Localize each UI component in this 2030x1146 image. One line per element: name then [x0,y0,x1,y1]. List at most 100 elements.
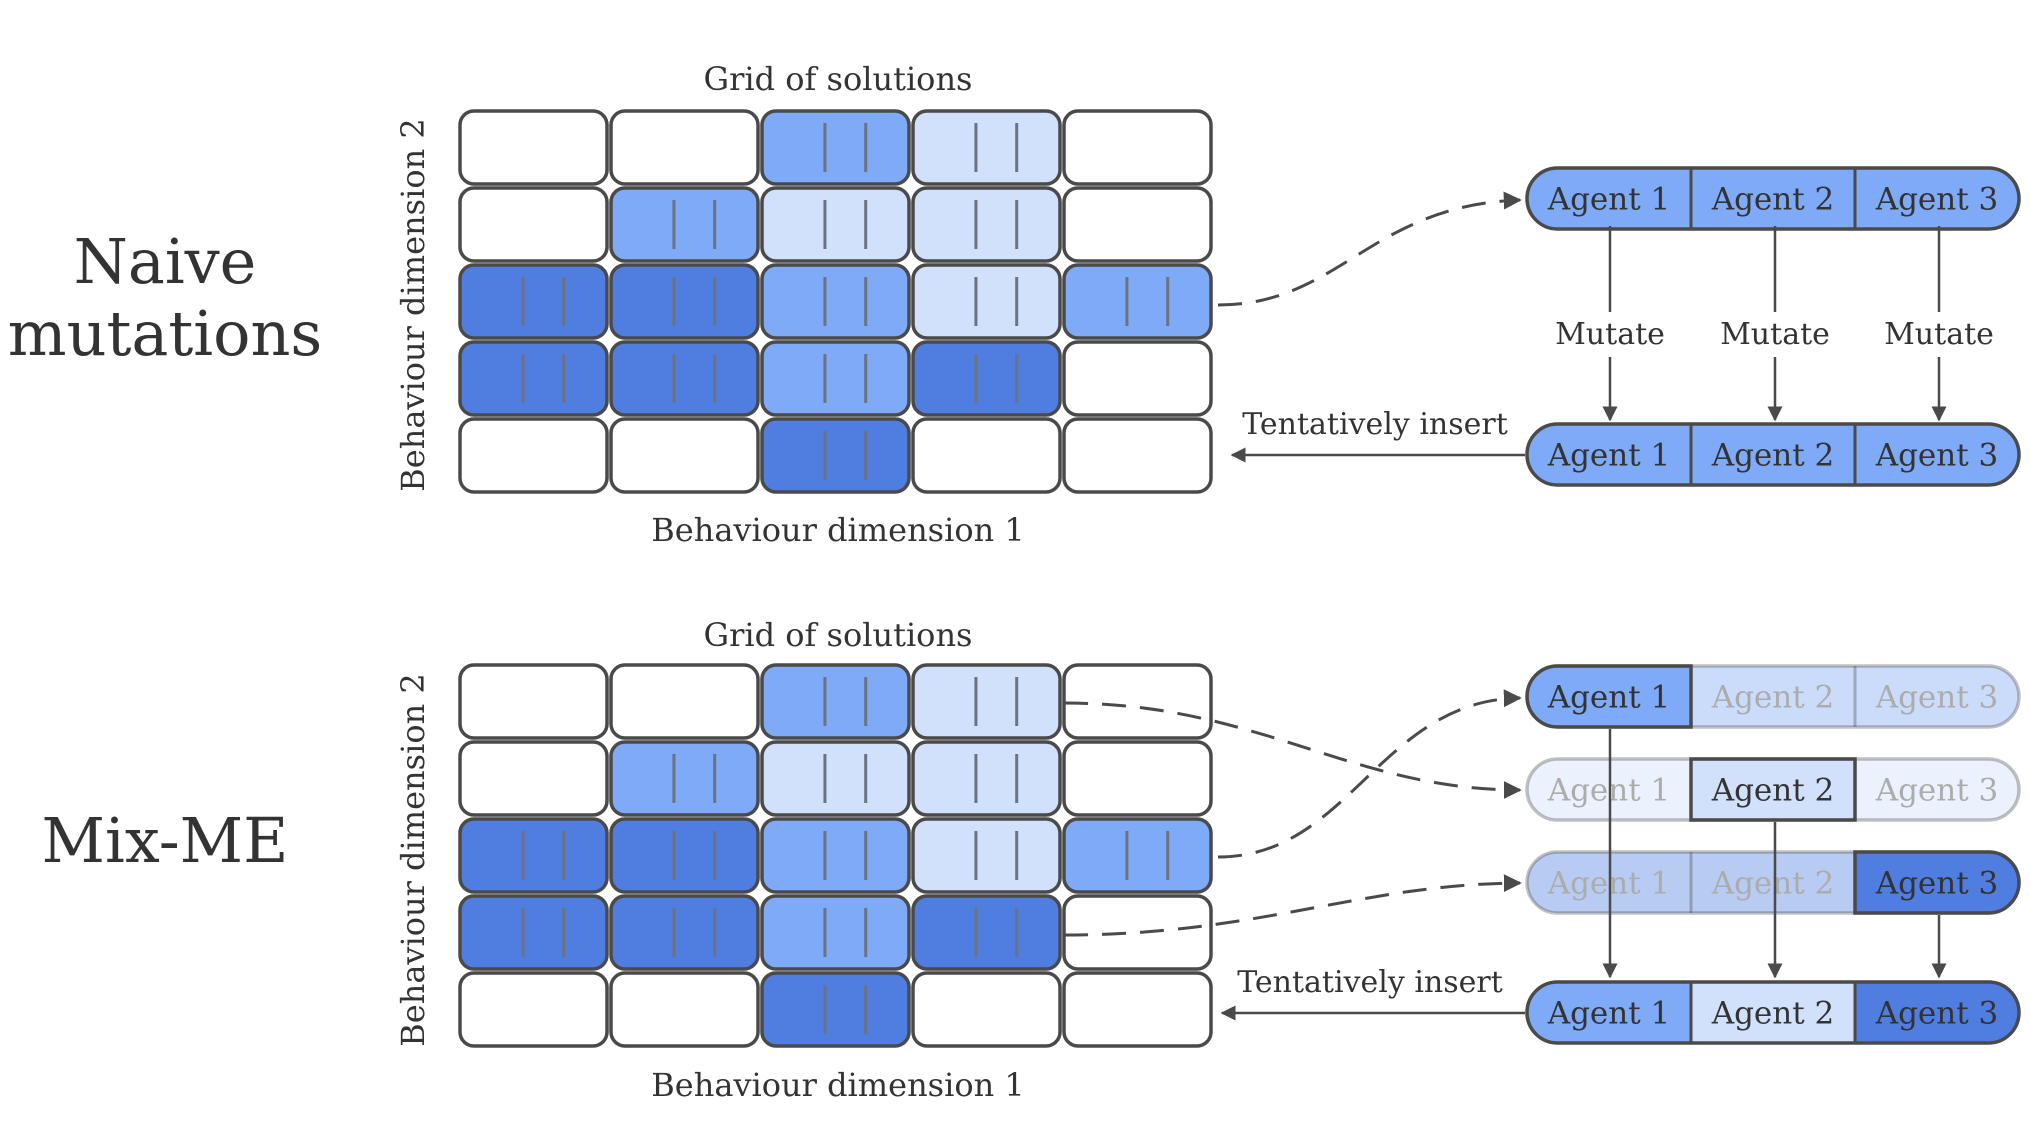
agent-segment-fill [1691,666,1855,727]
combine-arrows [1602,729,1947,979]
grid-cell [458,971,609,1048]
agent-segment: Agent 2 [1691,168,1855,229]
grid-cell [458,740,609,817]
x-axis-label: Behaviour dimension 1 [651,1066,1024,1104]
agent-segment-fill [1855,424,2019,485]
grid-cell [1062,894,1213,971]
grid-cell-box [609,894,760,971]
grid-cell [458,817,609,894]
solution-grid [458,663,1213,1048]
grid-cell-box [911,663,1062,740]
agent-segment: Agent 3 [1855,759,2019,820]
agent-label: Agent 3 [1875,866,1999,902]
grid-cell-box [1062,740,1213,817]
agent-segment-fill [1691,852,1855,913]
grid-cell-box [911,109,1062,186]
grid-cell [458,263,609,340]
grid-cell [911,417,1062,494]
agent-label: Agent 2 [1711,866,1835,902]
agent-segment: Agent 2 [1691,982,1855,1043]
y-axis-label: Behaviour dimension 2 [394,118,432,491]
method-label-line1: Naive [74,225,257,298]
agent-label: Agent 3 [1875,438,1999,474]
agent-team-pill: Agent 1 Agent 2 Agent 3 [1525,422,2021,487]
agent-label: Agent 1 [1547,438,1671,474]
grid-cell-box [760,817,911,894]
grid-cell [1062,417,1213,494]
grid-cell-box [458,663,609,740]
grid-cell [609,894,760,971]
grid-cell [760,417,911,494]
grid-cell-box [609,663,760,740]
panel-naive-mutations: Naive mutations Grid of solutions Behavi… [8,60,2021,549]
grid-cell-box [609,417,760,494]
grid-cell-box [609,263,760,340]
grid-cell [760,109,911,186]
solution-grid [458,109,1213,494]
pill-outline [1525,422,2021,487]
agent-segment-fill [1855,666,2019,727]
grid-cell [911,740,1062,817]
agent-segment: Agent 2 [1691,424,1855,485]
grid-cell-box [458,740,609,817]
pill-outline [1525,166,2021,231]
grid-cell-box [760,663,911,740]
agent-segment: Agent 3 [1855,982,2019,1043]
grid-cell-box [1062,817,1213,894]
pill-outline [1525,980,2021,1045]
grid-cell-box [1062,417,1213,494]
grid-cell-box [458,817,609,894]
agent-segment-fill [1855,168,2019,229]
grid-cell [1062,340,1213,417]
grid-cell [609,186,760,263]
grid-cell [760,971,911,1048]
grid-cell [458,894,609,971]
agent-label: Agent 2 [1711,996,1835,1032]
grid-cell [458,109,609,186]
active-agent-outline [1525,664,1693,729]
grid-cell-box [458,340,609,417]
grid-cell [911,186,1062,263]
agent-label: Agent 1 [1547,773,1671,809]
grid-title: Grid of solutions [704,60,973,98]
grid-cell-box [1062,186,1213,263]
grid-cell [760,817,911,894]
grid-cell [911,894,1062,971]
agent-segment: Agent 1 [1527,666,1691,727]
grid-cell [760,894,911,971]
grid-cell-box [911,740,1062,817]
grid-cell [1062,109,1213,186]
grid-cell-box [458,186,609,263]
panel-mix-me: Mix-ME Grid of solutions Behaviour dimen… [42,616,2021,1104]
grid-cell [609,340,760,417]
agent-label: Agent 1 [1547,182,1671,218]
grid-cell [911,340,1062,417]
grid-cell-box [458,109,609,186]
grid-cell-box [609,817,760,894]
grid-cell [1062,971,1213,1048]
agent-segment: Agent 2 [1691,666,1855,727]
grid-cell [609,740,760,817]
agent-segment: Agent 3 [1855,852,2019,913]
grid-cell-box [1062,340,1213,417]
grid-cell-box [1062,663,1213,740]
grid-cell [911,817,1062,894]
grid-cell [609,109,760,186]
agent-label: Agent 3 [1875,680,1999,716]
agent-segment: Agent 3 [1855,424,2019,485]
agent-label: Agent 2 [1711,438,1835,474]
grid-cell-box [609,340,760,417]
grid-cell [760,740,911,817]
grid-cell-box [911,263,1062,340]
agent-segment: Agent 3 [1855,666,2019,727]
grid-cell-box [760,109,911,186]
grid-cell-box [609,740,760,817]
grid-cell [911,109,1062,186]
grid-cell [458,663,609,740]
grid-cell [458,186,609,263]
grid-cell-box [911,340,1062,417]
grid-cell [609,663,760,740]
